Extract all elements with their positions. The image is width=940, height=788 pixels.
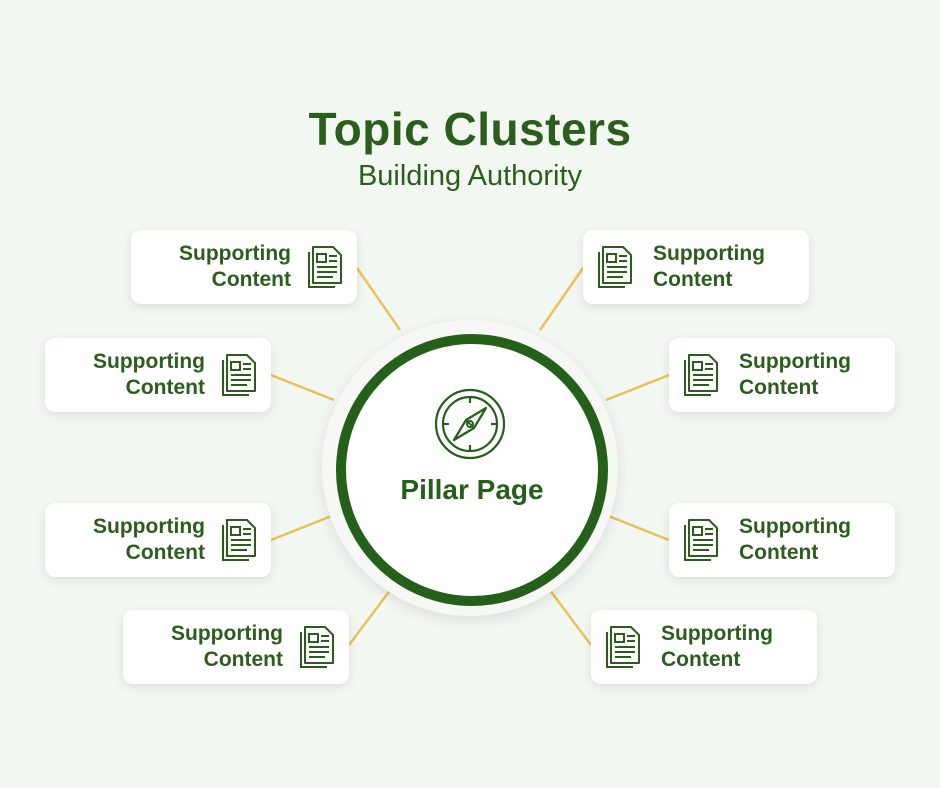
document-icon — [222, 354, 256, 396]
connector-line — [270, 513, 335, 542]
card-label-line2: Content — [125, 376, 205, 399]
connector-line — [605, 513, 670, 542]
card-label-line1: Supporting — [739, 515, 851, 538]
connector-line — [545, 584, 592, 646]
card-label-line1: Supporting — [179, 242, 291, 265]
card-label-line2: Content — [661, 648, 741, 671]
card-label-line2: Content — [211, 268, 291, 291]
card-label-line1: Supporting — [739, 350, 851, 373]
document-icon — [222, 519, 256, 561]
connector-line — [270, 373, 335, 402]
compass-icon — [434, 388, 506, 460]
connector-line — [355, 267, 402, 331]
card-label-line2: Content — [653, 268, 733, 291]
card-label-line1: Supporting — [93, 350, 205, 373]
card-label-line2: Content — [739, 376, 819, 399]
document-icon — [308, 246, 342, 288]
document-icon — [598, 246, 632, 288]
connector-line — [538, 267, 585, 331]
card-label-line1: Supporting — [93, 515, 205, 538]
card-label-line1: Supporting — [171, 622, 283, 645]
card-label-line1: Supporting — [661, 622, 773, 645]
document-icon — [606, 626, 640, 668]
document-icon — [684, 354, 718, 396]
pillar-page-node[interactable] — [336, 334, 608, 606]
connector-line — [605, 373, 670, 402]
diagram-subtitle: Building Authority — [357, 160, 583, 192]
connector-line — [348, 584, 395, 646]
card-label-line2: Content — [739, 541, 819, 564]
pillar-page-label: Pillar Page — [400, 474, 544, 505]
diagram-title: Topic Clusters — [308, 103, 632, 155]
card-label-line1: Supporting — [653, 242, 765, 265]
document-icon — [684, 519, 718, 561]
card-label-line2: Content — [203, 648, 283, 671]
document-icon — [300, 626, 334, 668]
card-label-line2: Content — [125, 541, 205, 564]
